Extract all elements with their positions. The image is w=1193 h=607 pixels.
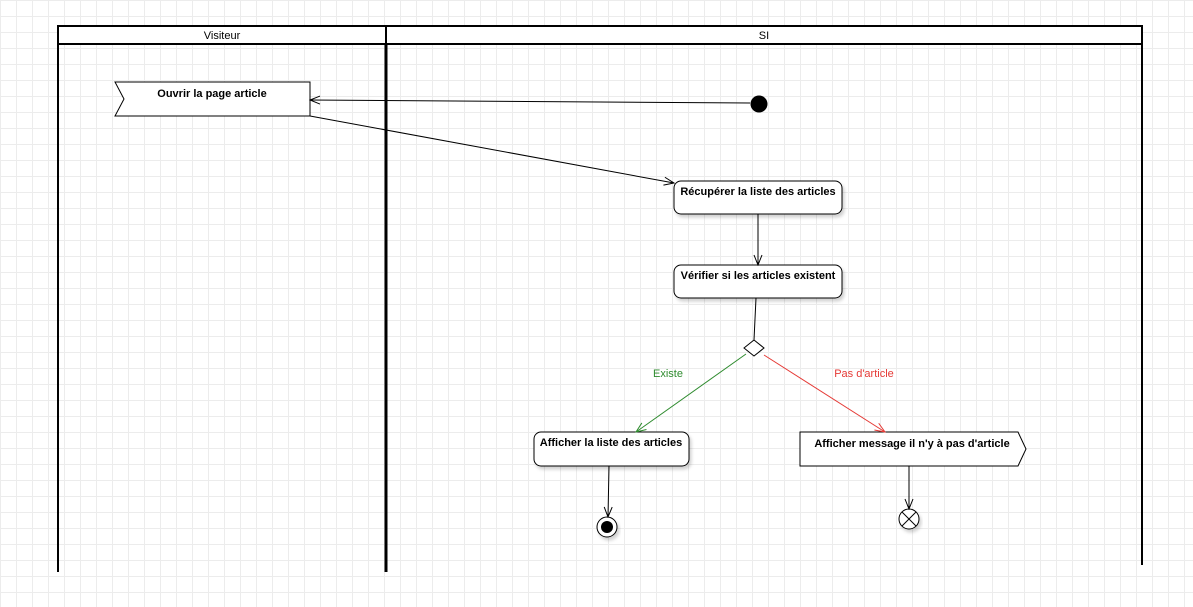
initial-node — [750, 95, 768, 113]
fetch-list-label: Récupérer la liste des articles — [680, 186, 835, 198]
edge-initial-to-open — [310, 100, 751, 103]
edge-check-to-decision — [753, 297, 757, 341]
check-exists-label: Vérifier si les articles existent — [681, 270, 836, 282]
show-list-label: Afficher la liste des articles — [540, 437, 682, 449]
guard-none-label: Pas d'article — [834, 368, 894, 380]
lane-title-system: SI — [759, 30, 769, 42]
edge-open-to-fetch — [309, 115, 674, 183]
show-message-label: Afficher message il n'y à pas d'article — [814, 438, 1009, 450]
edge-decision-to-show-list — [636, 353, 747, 432]
action-fetch-list: Récupérer la liste des articles — [673, 180, 843, 215]
open-page-label: Ouvrir la page article — [157, 88, 266, 100]
accept-event-open-page: Ouvrir la page article — [114, 81, 311, 117]
decision-node — [743, 339, 765, 357]
edge-decision-to-message — [763, 354, 885, 432]
action-check-exists: Vérifier si les articles existent — [673, 264, 843, 299]
send-signal-show-message: Afficher message il n'y à pas d'article — [799, 431, 1027, 467]
activity-final-node — [596, 516, 618, 538]
edge-show-list-to-final — [608, 465, 609, 517]
swimlane-system: SI — [384, 25, 1143, 572]
action-show-list: Afficher la liste des articles — [533, 431, 690, 467]
guard-exists-label: Existe — [653, 368, 683, 380]
flow-final-node — [898, 508, 920, 530]
lane-title-visitor: Visiteur — [204, 30, 241, 42]
